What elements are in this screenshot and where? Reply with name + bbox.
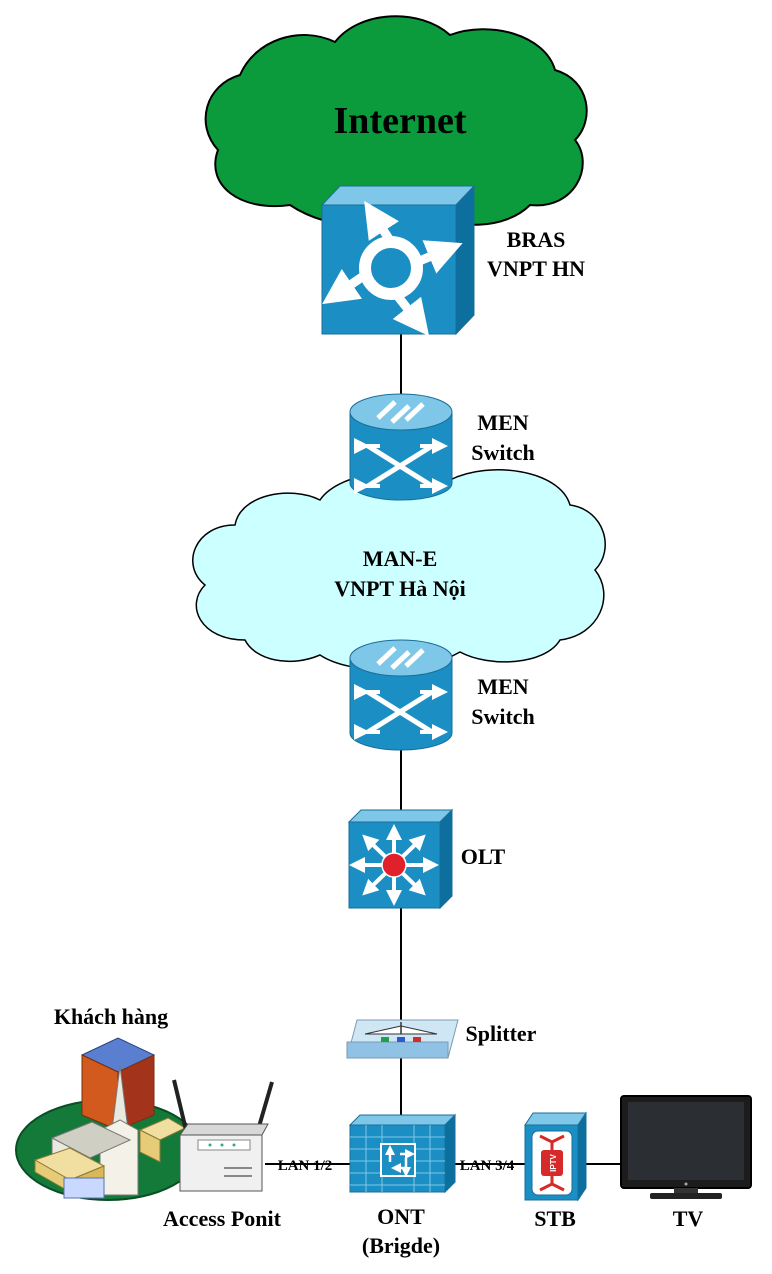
ont-icon (348, 1113, 457, 1194)
lan-left-label: LAN 1/2 (278, 1158, 333, 1174)
multilayer-switch-icon (347, 808, 454, 910)
tv-label: TV (673, 1206, 704, 1231)
stb-label: STB (534, 1206, 576, 1231)
internet-label: Internet (334, 100, 467, 142)
men-top-label-line1: MEN (477, 410, 528, 435)
router-icon (320, 184, 476, 337)
access-point-label: Access Ponit (163, 1206, 282, 1231)
stb-chip-label: IPTV (549, 1153, 558, 1171)
switch-icon (349, 639, 453, 751)
building-icon (15, 1037, 201, 1201)
customer-label: Khách hàng (54, 1004, 168, 1029)
tv-icon (620, 1095, 752, 1199)
access-point-icon (172, 1079, 274, 1192)
ont-label-line2: (Brigde) (362, 1233, 440, 1258)
men-top-label-line2: Switch (471, 440, 535, 465)
bras-label-line2: VNPT HN (487, 256, 585, 281)
splitter-label: Splitter (466, 1021, 537, 1046)
lan-right-label: LAN 3/4 (460, 1158, 515, 1174)
bras-label-line1: BRAS (507, 227, 566, 252)
mane-label-line1: MAN-E (363, 546, 438, 571)
men-bottom-label-line1: MEN (477, 674, 528, 699)
olt-label: OLT (461, 844, 506, 869)
splitter-icon (346, 1019, 459, 1059)
ont-label-line1: ONT (377, 1204, 425, 1229)
switch-icon (349, 393, 453, 501)
mane-label-line2: VNPT Hà Nội (334, 576, 466, 601)
set-top-box-icon: IPTV (524, 1111, 587, 1202)
men-bottom-label-line2: Switch (471, 704, 535, 729)
